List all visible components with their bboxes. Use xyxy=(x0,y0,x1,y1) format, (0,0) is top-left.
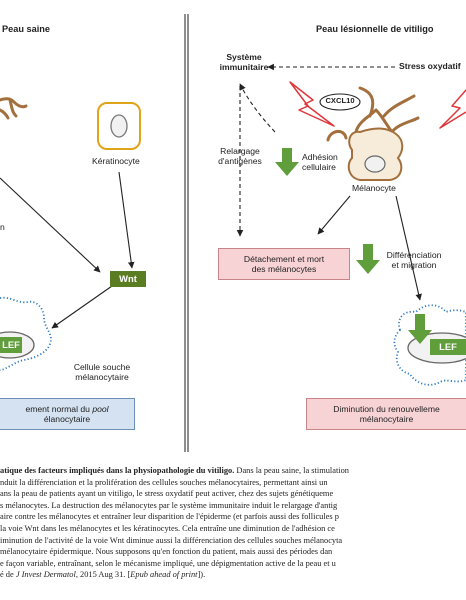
stem-cell-label-line1: Cellule souche xyxy=(73,362,131,372)
wnt-box: Wnt xyxy=(110,271,146,287)
immune-line1: Système xyxy=(226,52,262,62)
caption-line2: nduit la différenciation et la proliféra… xyxy=(0,477,328,487)
stem-cell-label-line2: mélanocytaire xyxy=(75,372,129,383)
oxidative-stress-label: Stress oxydatif xyxy=(399,61,461,71)
lightning-bolt-left xyxy=(289,81,335,127)
differentiation-line2: et migration xyxy=(391,260,437,271)
cxcl10-label: CXCL10 xyxy=(325,96,355,105)
caption-line4: s mélanocytes. La destruction des mélano… xyxy=(0,500,338,510)
caption-line1-rest: Dans la peau saine, la stimulation xyxy=(234,466,349,475)
detachment-line1: Détachement et mort xyxy=(243,253,325,264)
stem-cell-label: Cellule souche mélanocytaire xyxy=(60,362,144,382)
arrow-melanocyte-to-wnt xyxy=(0,177,101,273)
partial-label: n xyxy=(0,222,5,232)
arrow-wnt-to-lef xyxy=(51,285,113,329)
arrow-to-detachment xyxy=(317,195,351,235)
differentiation-label: Différenciation et migration xyxy=(378,250,450,270)
lef-down-arrow xyxy=(408,314,432,344)
lightning-bolt-right xyxy=(439,89,466,129)
adhesion-line1: Adhésion xyxy=(302,152,338,162)
immune-line2: immunitaire xyxy=(219,62,269,73)
lef-box-right: LEF xyxy=(430,339,466,355)
right-outcome-box: Diminution du renouvelleme mélanocytaire xyxy=(306,398,466,430)
arrow-to-differentiation xyxy=(395,195,422,301)
adhesion-down-arrow xyxy=(275,148,299,176)
stem-cell-left xyxy=(0,296,52,371)
differentiation-line1: Différenciation xyxy=(386,250,442,260)
caption-line7: iminution de l'activité de la voie Wnt d… xyxy=(0,535,343,545)
right-outcome-line2: mélanocytaire xyxy=(359,414,414,424)
left-outcome-box: ement normal du pool élanocytaire xyxy=(0,398,135,430)
caption-line1-bold: atique des facteurs impliqués dans la ph… xyxy=(0,466,235,475)
caption-line1: atique des facteurs impliqués dans la ph… xyxy=(0,465,466,477)
cxcl10-badge xyxy=(319,93,361,111)
caption-line9: e façon variable, entraînant, selon le m… xyxy=(0,558,336,568)
right-panel-title: Peau lésionnelle de vitiligo xyxy=(316,24,434,34)
caption-epub: Epub ahead of print xyxy=(130,570,198,580)
antigen-release-label: Relargage d'antigènes xyxy=(210,146,270,166)
immune-system-label: Système immunitaire xyxy=(212,52,276,72)
right-outcome-line1: Diminution du renouvelleme xyxy=(333,403,440,414)
melanocyte-cell xyxy=(326,86,420,181)
antigen-line1: Relargage xyxy=(220,146,260,156)
left-outcome-line2: élanocytaire xyxy=(43,414,91,424)
caption-line5: aire contre les mélanocytes et entraîner… xyxy=(0,512,339,522)
differentiation-down-arrow xyxy=(356,244,380,274)
figure-graphics xyxy=(0,14,466,452)
caption-line8: mélanocytaire épidermique. Nous supposon… xyxy=(0,547,333,557)
melanocyte-dendrite-partial xyxy=(0,97,28,120)
caption-line3: ans la peau de patients ayant un vitilig… xyxy=(0,489,334,499)
adhesion-line2: cellulaire xyxy=(302,162,336,173)
left-outcome-pool: pool xyxy=(92,403,109,414)
caption-line6: la voie Wnt dans les mélanocytes et les … xyxy=(0,523,335,533)
keratinocyte-label: Kératinocyte xyxy=(92,156,140,166)
figure-caption: atique des facteurs impliqués dans la ph… xyxy=(0,465,466,581)
detachment-line2: des mélanocytes xyxy=(251,264,317,274)
detachment-box: Détachement et mort des mélanocytes xyxy=(218,248,350,280)
left-outcome-line1: ement normal du xyxy=(25,403,93,414)
caption-line10-mid: , 2015 Aug 31. [ xyxy=(75,570,131,580)
arrow-keratinocyte-to-wnt xyxy=(118,171,135,269)
left-panel-title: Peau saine xyxy=(2,24,51,34)
keratinocyte-cell xyxy=(97,102,141,150)
caption-line10-prefix: é de xyxy=(0,570,16,580)
lef-box-left: LEF xyxy=(0,337,22,353)
caption-line10: é de J Invest Dermatol, 2015 Aug 31. [Ep… xyxy=(0,569,466,581)
melanocyte-label: Mélanocyte xyxy=(352,183,396,193)
arrow-antigen-release xyxy=(239,83,276,133)
caption-line10-suffix: ]). xyxy=(197,570,206,580)
stem-cell-right xyxy=(393,304,466,386)
caption-journal: J Invest Dermatol xyxy=(15,570,76,580)
adhesion-label: Adhésion cellulaire xyxy=(302,152,338,172)
antigen-line2: d'antigènes xyxy=(218,156,262,167)
